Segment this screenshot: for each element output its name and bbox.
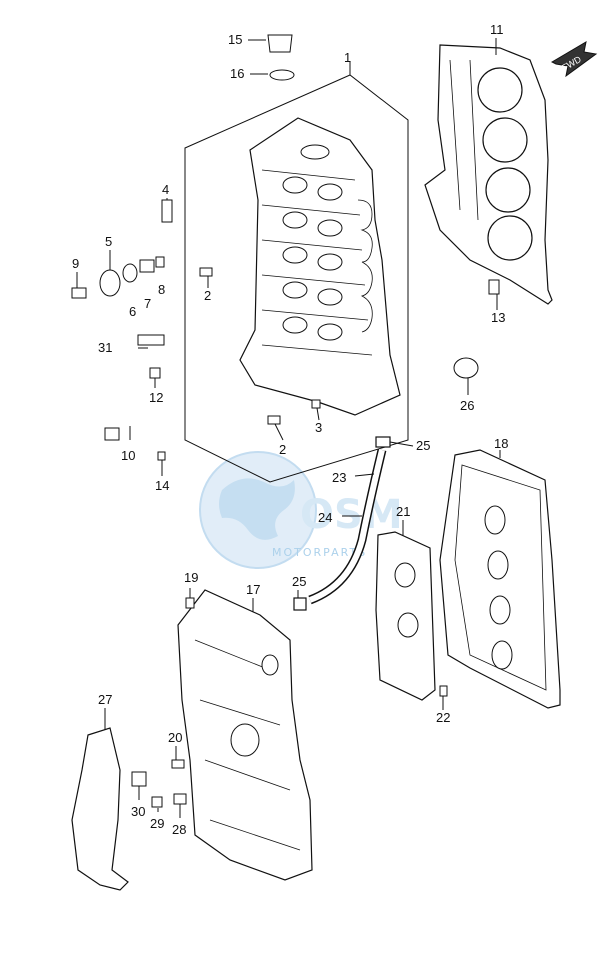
callout-21: 21 [396,504,410,519]
callout-2b: 2 [279,442,286,457]
callout-24: 24 [318,510,332,525]
breather-hose [293,436,391,611]
callout-11: 11 [490,22,504,37]
callout-14: 14 [155,478,169,493]
callout-25a: 25 [416,438,430,453]
cover-gasket-plate [375,531,436,701]
callout-16: 16 [230,66,244,81]
cylinder-head-assembly [184,74,409,483]
small-parts [71,34,500,808]
callout-labels: 1 2 2 3 4 5 6 7 8 9 10 11 12 13 14 15 16… [72,22,508,837]
callout-17: 17 [246,582,260,597]
cylinder-head-cover [177,589,313,881]
callout-25b: 25 [292,574,306,589]
callout-9: 9 [72,256,79,271]
callout-12: 12 [149,390,163,405]
fwd-arrow-icon: FWD [550,41,598,78]
callout-28: 28 [172,822,186,837]
watermark-logo-text: OSM [300,492,403,538]
callout-31: 31 [98,340,112,355]
rocker-cover-gasket [439,449,561,709]
callout-13: 13 [491,310,505,325]
callout-29: 29 [150,816,164,831]
callout-20: 20 [168,730,182,745]
callout-18: 18 [494,436,508,451]
callout-15: 15 [228,32,242,47]
callout-3: 3 [315,420,322,435]
callout-10: 10 [121,448,135,463]
callout-1: 1 [344,50,351,65]
callout-22: 22 [436,710,450,725]
callout-7: 7 [144,296,151,311]
cover-plate [71,727,129,891]
head-gasket [424,44,553,305]
callout-23: 23 [332,470,346,485]
callout-8: 8 [158,282,165,297]
callout-19: 19 [184,570,198,585]
callout-6: 6 [129,304,136,319]
watermark-sub-text: MOTORPARTS [272,546,367,559]
leader-lines [76,38,501,818]
callout-26: 26 [460,398,474,413]
callout-2a: 2 [204,288,211,303]
callout-4: 4 [162,182,169,197]
callout-30: 30 [131,804,145,819]
callout-27: 27 [98,692,112,707]
callout-5: 5 [105,234,112,249]
watermark-logo: OSM MOTORPARTS [199,451,403,569]
